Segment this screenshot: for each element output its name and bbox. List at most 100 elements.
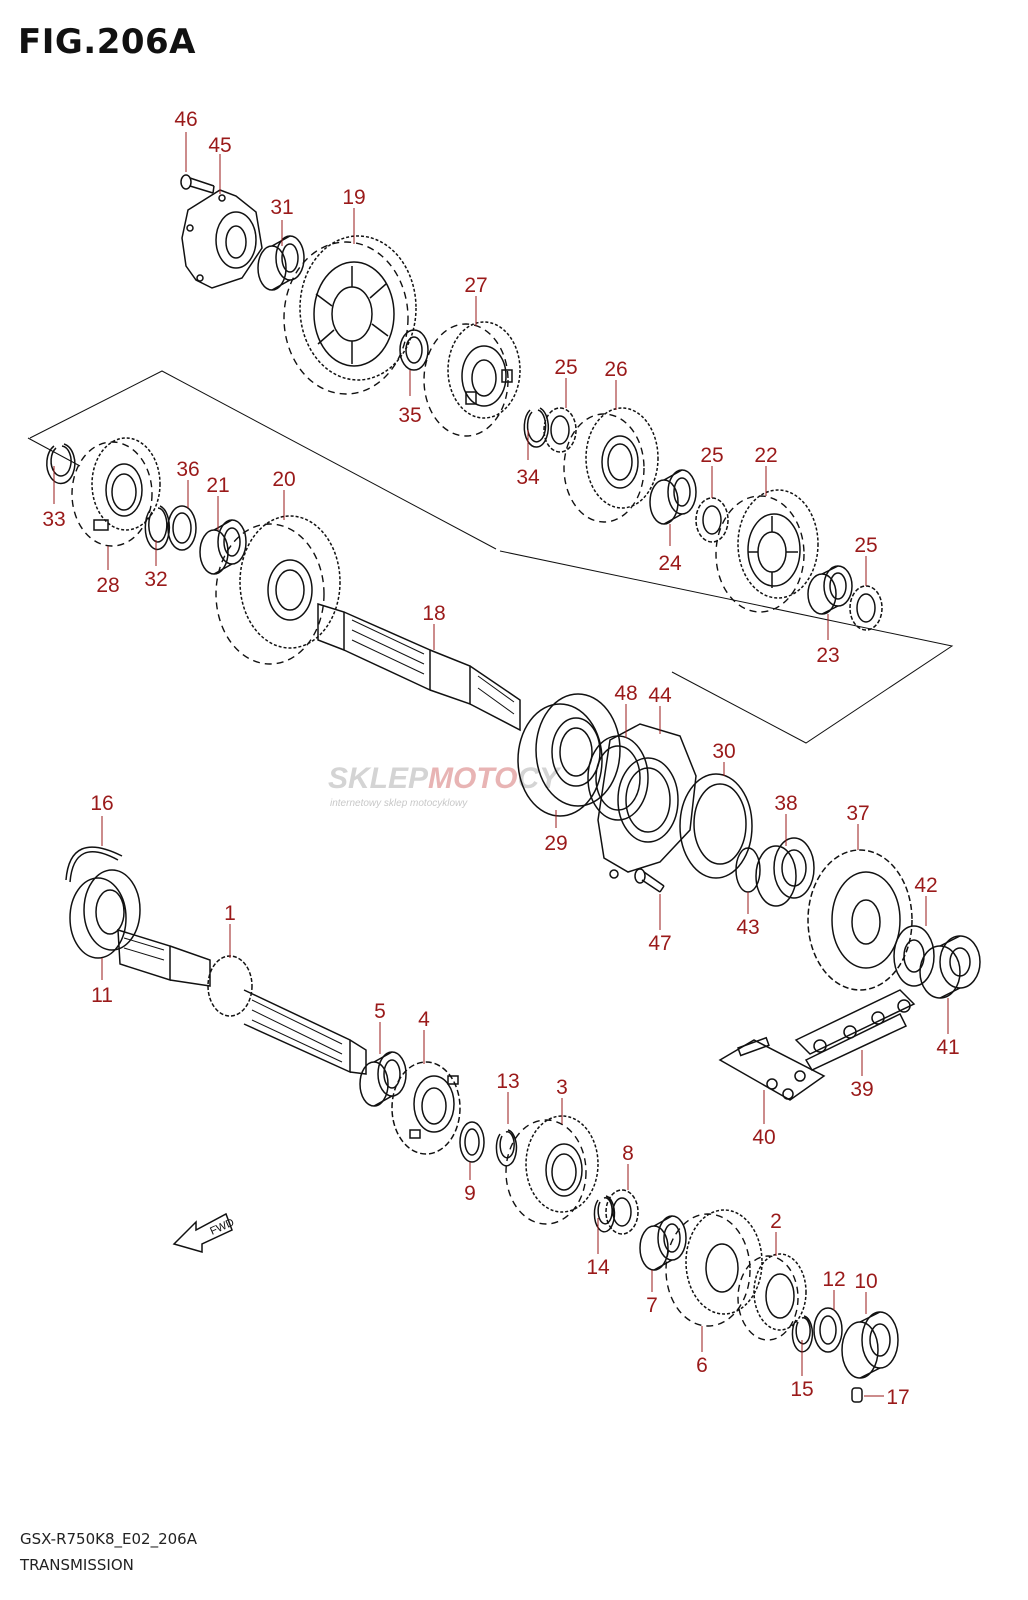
gear-3	[505, 1115, 599, 1225]
washer-8	[605, 1189, 639, 1235]
callout-18: 18	[422, 602, 446, 650]
gear-20	[215, 515, 341, 665]
drive-chain-39	[794, 989, 916, 1071]
svg-text:24: 24	[658, 552, 682, 575]
bearing-10	[841, 1311, 899, 1379]
callout-35: 35	[398, 370, 422, 427]
retaining-ring-16	[65, 846, 123, 883]
svg-text:29: 29	[544, 832, 567, 855]
callout-15: 15	[790, 1340, 814, 1401]
diagram-caption: TRANSMISSION	[20, 1556, 134, 1574]
callout-23: 23	[816, 614, 840, 667]
svg-text:48: 48	[614, 682, 637, 705]
model-code: GSX-R750K8_E02_206A	[20, 1530, 197, 1548]
callout-10: 10	[854, 1270, 878, 1314]
svg-text:14: 14	[586, 1256, 610, 1279]
callout-40: 40	[752, 1090, 776, 1149]
callout-25-a: 25	[554, 356, 578, 408]
gear-26	[563, 407, 659, 523]
bushing-24	[649, 469, 697, 525]
callout-14: 14	[586, 1218, 610, 1279]
callout-46: 46	[174, 108, 198, 172]
circlip-13	[495, 1129, 518, 1167]
callout-4: 4	[418, 1008, 430, 1064]
callout-26: 26	[604, 358, 628, 410]
svg-text:47: 47	[648, 932, 671, 955]
callout-2: 2	[770, 1210, 782, 1256]
circlip-32	[144, 505, 171, 551]
callout-25-b: 25	[700, 444, 724, 498]
bushing-21	[199, 519, 247, 575]
svg-text:11: 11	[91, 984, 113, 1007]
svg-text:3: 3	[556, 1076, 568, 1099]
bushing-31	[257, 235, 305, 291]
callout-34: 34	[516, 430, 540, 489]
svg-text:12: 12	[822, 1268, 845, 1291]
washer-9	[459, 1121, 485, 1163]
watermark-brand-b: MOTO	[428, 762, 517, 795]
callout-33: 33	[42, 466, 66, 531]
callout-47: 47	[648, 894, 672, 955]
gear-27	[423, 321, 521, 437]
bushing-23	[807, 565, 853, 615]
bearing-29	[517, 693, 621, 817]
fwd-arrow: FWD	[172, 1212, 236, 1253]
svg-text:19: 19	[342, 186, 365, 209]
svg-text:40: 40	[752, 1126, 775, 1149]
svg-text:13: 13	[496, 1070, 519, 1093]
callout-9: 9	[464, 1162, 476, 1205]
svg-text:SKLEPMOTOCY: SKLEPMOTOCY	[328, 762, 562, 795]
bearing-11	[69, 869, 141, 959]
washer-35	[399, 329, 429, 371]
watermark: SKLEPMOTOCY internetowy sklep motocyklow…	[328, 762, 562, 809]
washer-36	[167, 505, 197, 551]
svg-text:1: 1	[224, 902, 236, 925]
svg-text:43: 43	[736, 916, 759, 939]
svg-text:20: 20	[272, 468, 295, 491]
callout-27: 27	[464, 274, 488, 326]
washer-42	[893, 925, 935, 987]
callout-29: 29	[544, 810, 568, 855]
svg-text:42: 42	[914, 874, 937, 897]
svg-text:22: 22	[754, 444, 777, 467]
gear-6	[665, 1209, 763, 1327]
callout-32: 32	[144, 540, 168, 591]
gear-4	[391, 1061, 461, 1155]
callout-39: 39	[850, 1050, 874, 1101]
callout-19: 19	[342, 186, 366, 244]
gear-28	[71, 437, 161, 547]
callout-22: 22	[754, 444, 778, 496]
svg-text:39: 39	[850, 1078, 873, 1101]
callout-11: 11	[91, 958, 113, 1007]
callout-24: 24	[658, 524, 682, 575]
svg-text:37: 37	[846, 802, 869, 825]
svg-text:10: 10	[854, 1270, 877, 1293]
svg-text:31: 31	[270, 196, 293, 219]
svg-text:7: 7	[646, 1294, 658, 1317]
sprocket-37	[807, 849, 913, 991]
callout-1: 1	[224, 902, 236, 958]
callout-5: 5	[374, 1000, 386, 1054]
screw-47	[634, 868, 665, 893]
callout-36: 36	[176, 458, 200, 508]
washer-12	[813, 1307, 843, 1353]
gear-22	[715, 489, 819, 613]
chain-joint-40	[718, 1036, 826, 1101]
svg-text:44: 44	[648, 684, 672, 707]
callout-8: 8	[622, 1142, 634, 1190]
callout-44: 44	[648, 684, 672, 734]
svg-text:9: 9	[464, 1182, 476, 1205]
svg-text:25: 25	[854, 534, 877, 557]
svg-text:21: 21	[206, 474, 229, 497]
bushing-7	[639, 1215, 687, 1271]
svg-text:28: 28	[96, 574, 119, 597]
spacer-38	[755, 837, 815, 907]
svg-text:30: 30	[712, 740, 735, 763]
bearing-retainer-45	[181, 189, 263, 289]
mainshaft-1	[117, 928, 367, 1075]
callout-12: 12	[822, 1268, 846, 1310]
callout-45: 45	[208, 134, 232, 194]
callout-25-c: 25	[854, 534, 878, 586]
svg-text:8: 8	[622, 1142, 634, 1165]
svg-text:36: 36	[176, 458, 199, 481]
